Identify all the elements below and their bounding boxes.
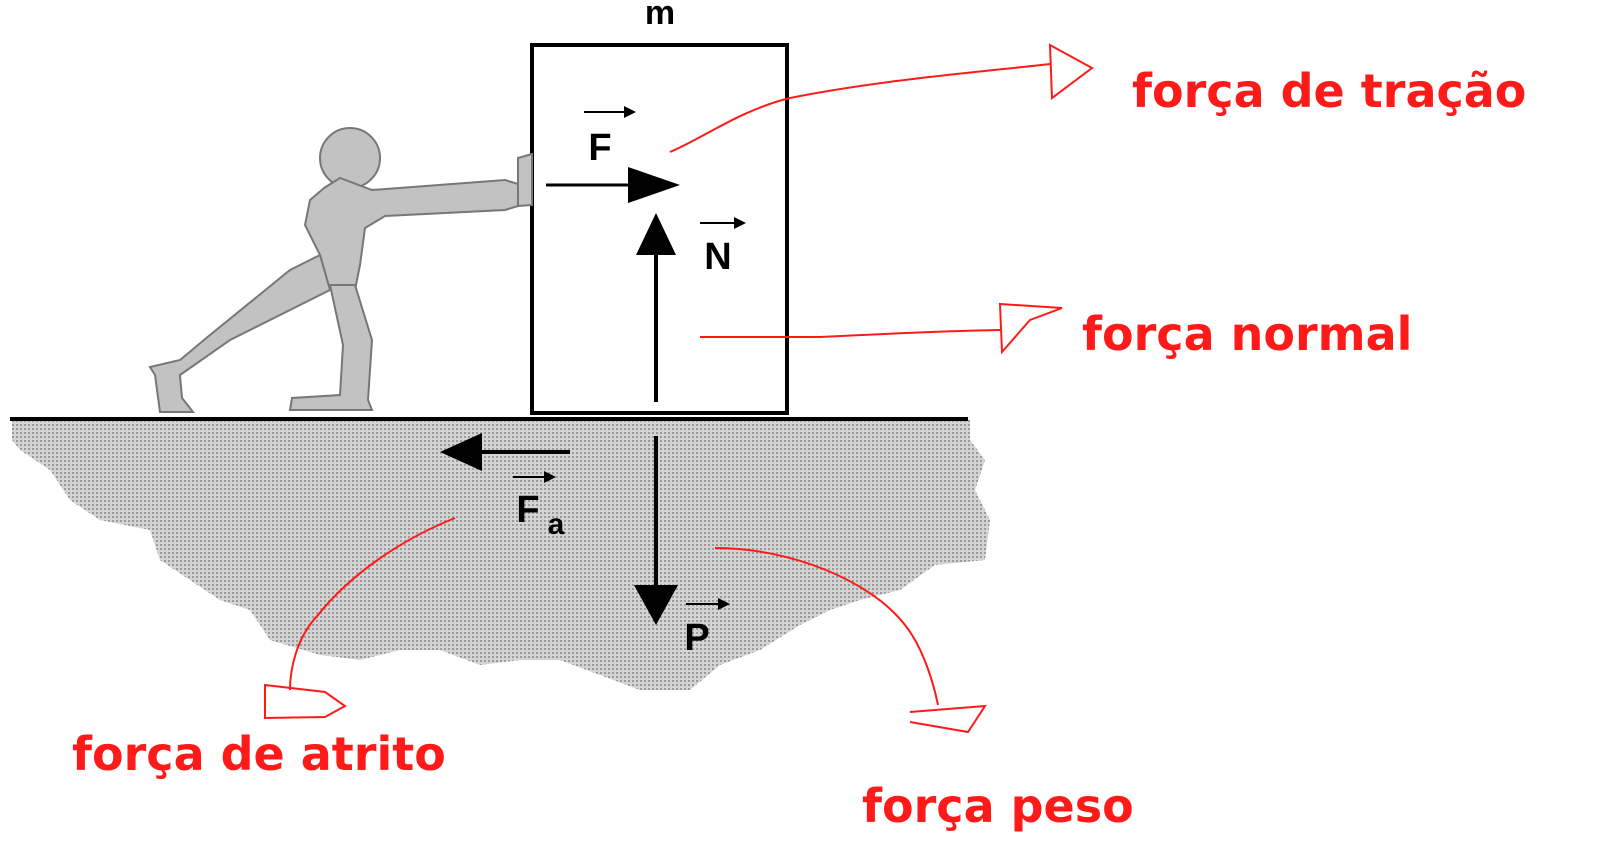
traction-vector-label: F xyxy=(584,106,636,169)
traction-vector-letter: F xyxy=(588,127,611,169)
friction-force-arrow xyxy=(440,433,570,471)
traction-annotation-label: força de tração xyxy=(1132,64,1526,118)
friction-vector-label: F a xyxy=(513,471,565,541)
mass-label: m xyxy=(645,0,675,32)
weight-vector-label: P xyxy=(684,598,730,659)
friction-vector-letter: F xyxy=(516,489,539,531)
traction-force-arrow xyxy=(546,167,680,203)
person-pushing xyxy=(148,127,533,413)
friction-annotation-label: força de atrito xyxy=(72,727,446,781)
friction-annotation-leader xyxy=(264,517,456,720)
weight-annotation-label: força peso xyxy=(862,779,1134,833)
weight-annotation-leader xyxy=(714,547,987,734)
normal-annotation-leader xyxy=(700,302,1063,355)
weight-vector-letter: P xyxy=(684,617,709,659)
ground xyxy=(12,420,990,690)
normal-annotation-label: força normal xyxy=(1082,307,1412,361)
friction-vector-subscript: a xyxy=(548,508,565,541)
normal-force-arrow xyxy=(636,213,676,402)
normal-vector-label: N xyxy=(700,217,746,278)
normal-vector-letter: N xyxy=(704,236,731,278)
weight-force-arrow xyxy=(634,436,678,625)
traction-annotation-leader xyxy=(669,43,1094,153)
